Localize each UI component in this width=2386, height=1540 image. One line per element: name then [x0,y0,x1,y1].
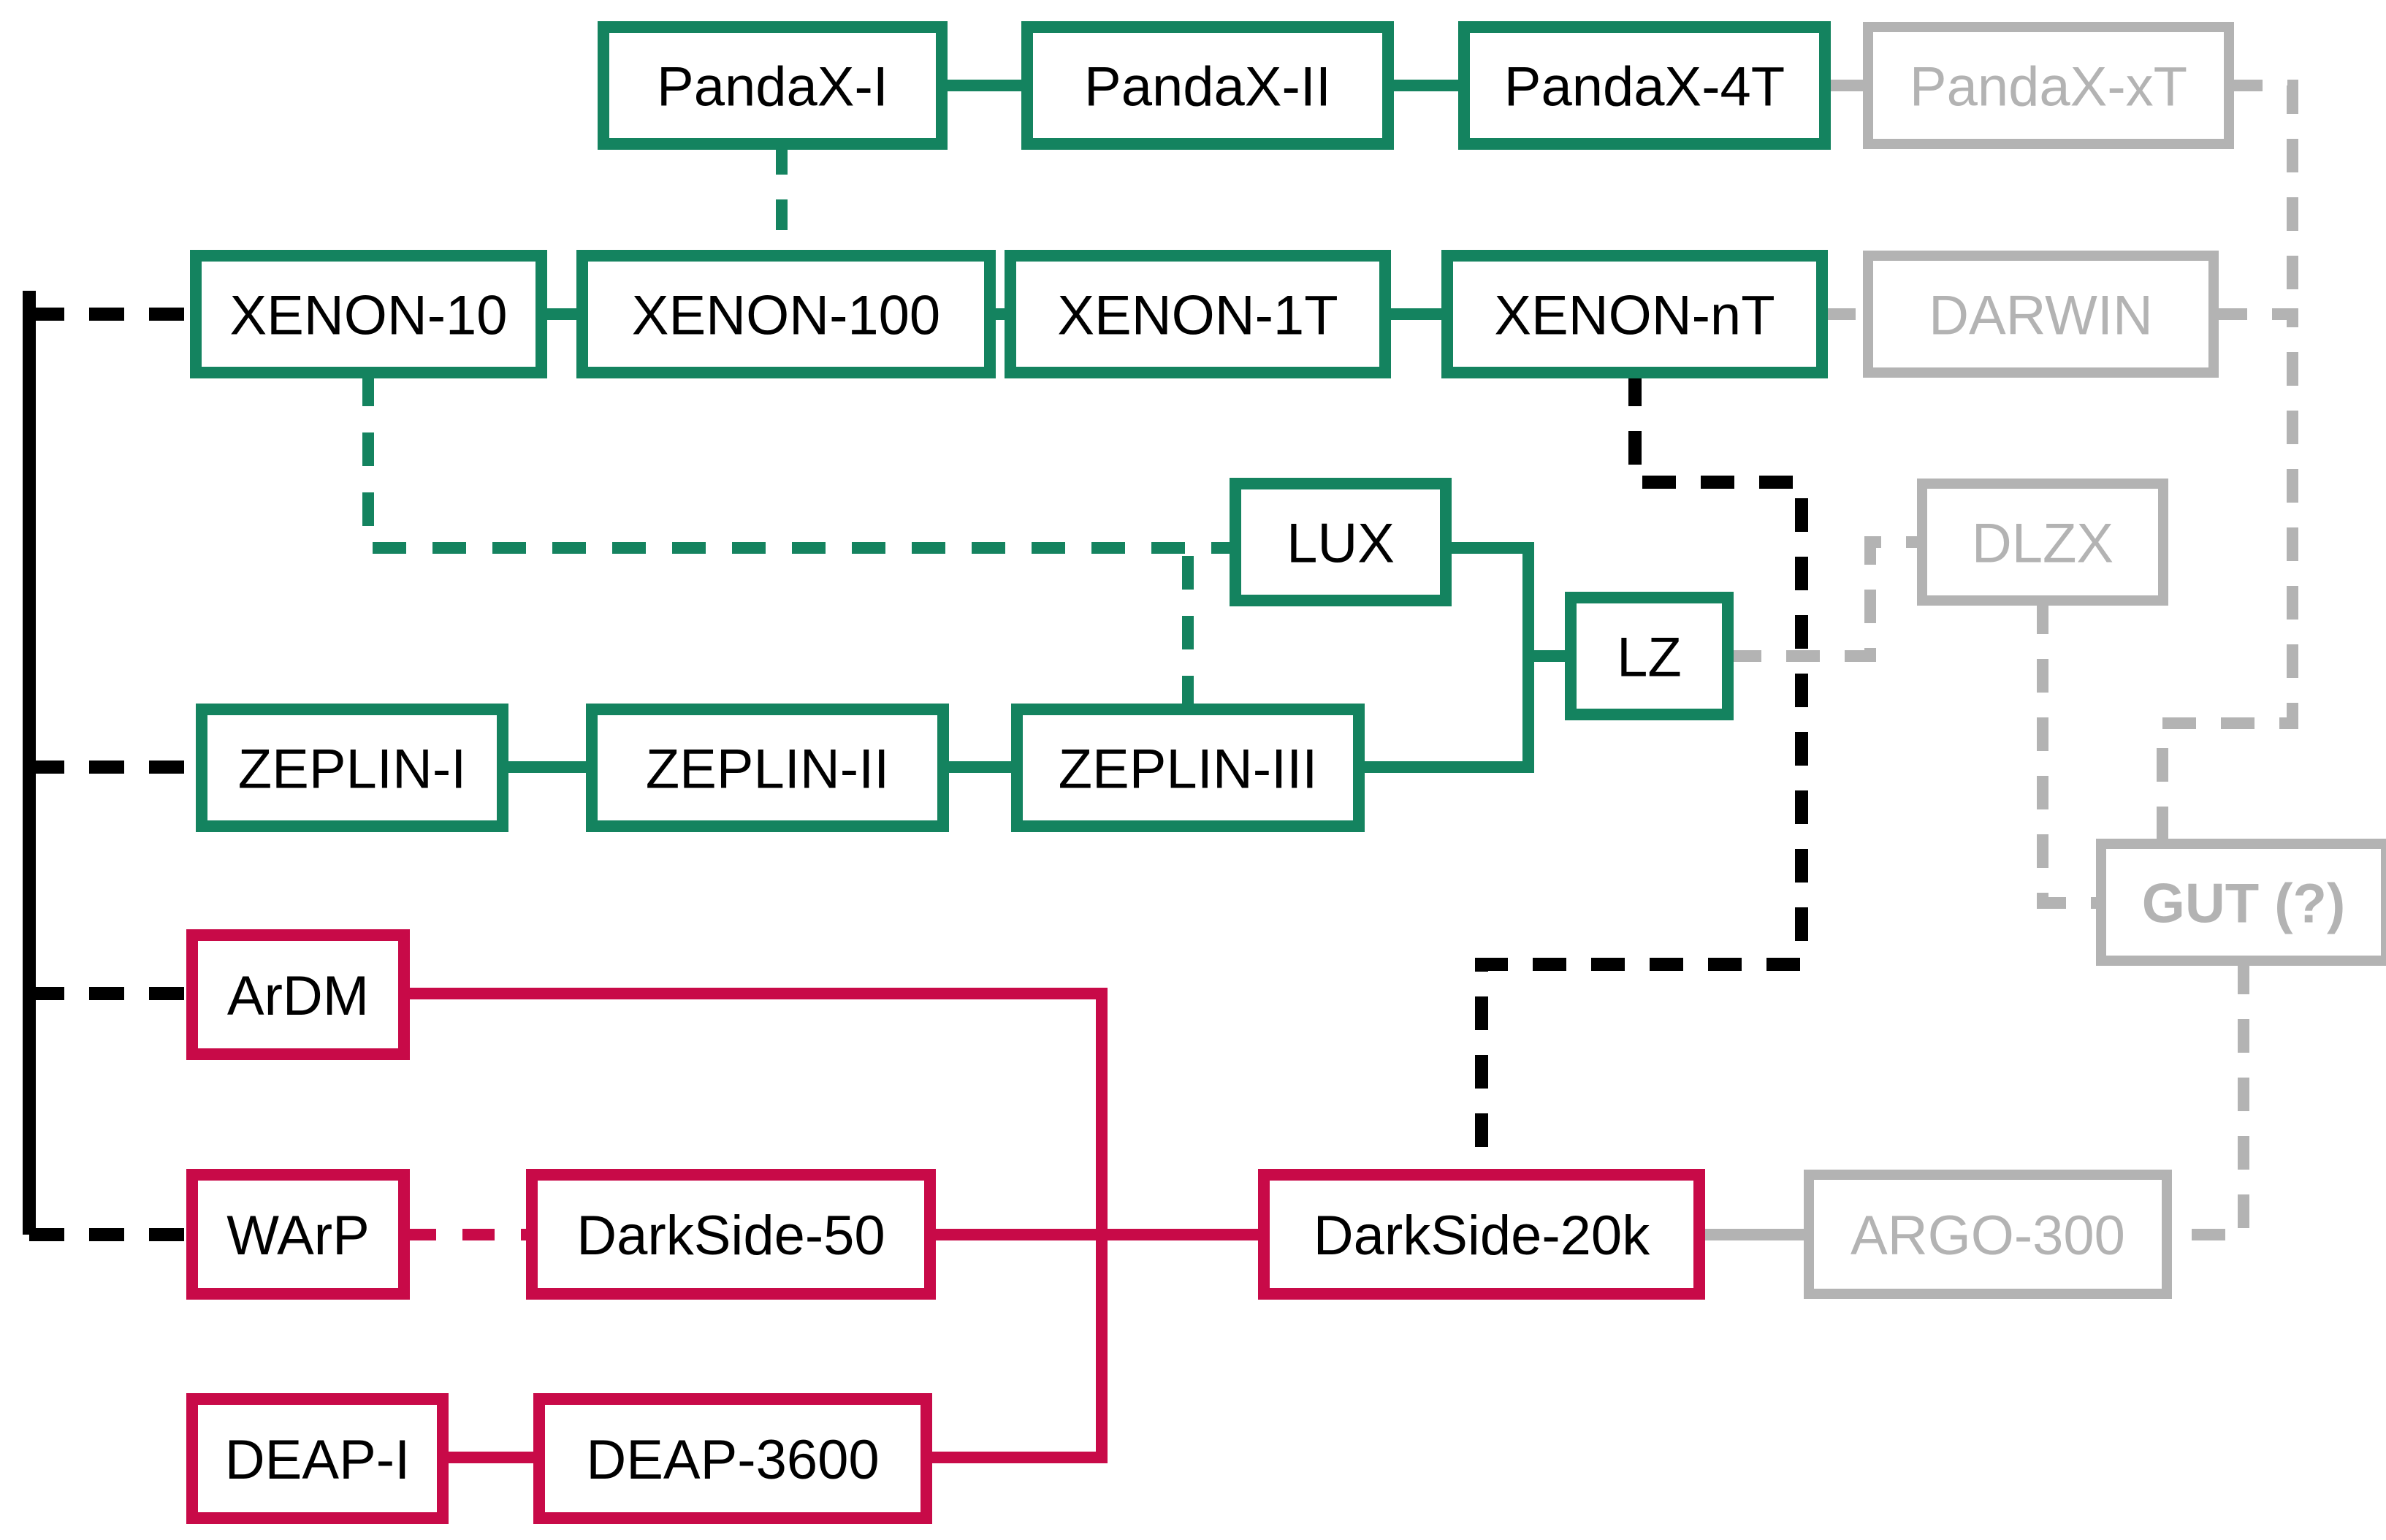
node-box-pandax1 [598,21,948,150]
node-box-lux [1230,478,1452,606]
node-darkside20k[interactable]: DarkSide-20k [1258,1169,1705,1300]
edge-lz-dlzx [1728,536,1922,662]
node-lux[interactable]: LUX [1230,478,1452,606]
edge-layer [23,80,2298,1463]
node-pandax2[interactable]: PandaX-II [1021,21,1394,150]
node-box-xenon1t [1005,250,1391,378]
node-label-deap3600: DEAP-3600 [586,1429,879,1491]
node-box-zeplin2 [586,704,949,832]
node-label-darkside20k: DarkSide-20k [1314,1205,1650,1267]
node-box-dlzx [1917,479,2168,606]
node-xenonnt[interactable]: XENON-nT [1441,250,1828,378]
node-box-darkside20k [1258,1169,1705,1300]
node-dlzx[interactable]: DLZX [1917,479,2168,606]
node-lz[interactable]: LZ [1565,592,1734,720]
node-label-pandax2: PandaX-II [1084,56,1331,118]
node-warp[interactable]: WArP [186,1169,410,1300]
node-label-gut: GUT (?) [2142,873,2346,935]
node-pandax4t[interactable]: PandaX-4T [1458,21,1831,150]
node-label-deap1: DEAP-I [225,1429,410,1491]
node-box-argo300 [1804,1170,2172,1299]
node-label-zeplin2: ZEPLIN-II [646,739,890,801]
node-box-lz [1565,592,1734,720]
node-label-zeplin1: ZEPLIN-I [238,739,467,801]
node-label-xenon1t: XENON-1T [1057,285,1338,347]
node-box-zeplin3 [1011,704,1365,832]
node-box-deap3600 [533,1393,932,1524]
node-label-ardm: ArDM [227,965,369,1027]
node-box-deap1 [186,1393,449,1524]
node-gut[interactable]: GUT (?) [2096,839,2386,966]
node-label-xenon10: XENON-10 [229,285,507,347]
node-label-xenon100: XENON-100 [632,285,940,347]
node-pandaxxt[interactable]: PandaX-xT [1863,22,2234,149]
node-pandax1[interactable]: PandaX-I [598,21,948,150]
node-label-darwin: DARWIN [1929,285,2153,347]
node-ardm[interactable]: ArDM [186,929,410,1060]
edge-ardm-deap-trunk [404,988,1108,1463]
node-xenon1t[interactable]: XENON-1T [1005,250,1391,378]
edge-darwin-gut [2157,308,2298,844]
node-label-pandaxxt: PandaX-xT [1910,56,2187,118]
node-label-warp: WArP [226,1205,370,1267]
node-box-xenonnt [1441,250,1828,378]
node-label-argo300: ARGO-300 [1851,1205,2125,1267]
node-label-lz: LZ [1617,627,1682,689]
node-zeplin2[interactable]: ZEPLIN-II [586,704,949,832]
node-deap3600[interactable]: DEAP-3600 [533,1393,932,1524]
node-zeplin3[interactable]: ZEPLIN-III [1011,704,1365,832]
node-box-ardm [186,929,410,1060]
node-label-pandax1: PandaX-I [657,56,888,118]
node-argo300[interactable]: ARGO-300 [1804,1170,2172,1299]
node-box-gut [2096,839,2386,966]
node-xenon10[interactable]: XENON-10 [190,250,547,378]
edge-gut-argo300 [2167,961,2249,1240]
node-box-pandaxxt [1863,22,2234,149]
edge-dlzx-gut [2037,601,2101,909]
node-box-darwin [1863,251,2219,378]
node-zeplin1[interactable]: ZEPLIN-I [196,704,508,832]
node-label-darkside50: DarkSide-50 [576,1205,885,1267]
node-label-dlzx: DLZX [1972,513,2114,575]
node-box-darkside50 [526,1169,936,1300]
node-label-zeplin3: ZEPLIN-III [1059,739,1318,801]
node-box-pandax2 [1021,21,1394,150]
edge-pandaxxt-gut [2229,80,2298,314]
node-xenon100[interactable]: XENON-100 [576,250,996,378]
node-layer: PandaX-I PandaX-II PandaX-4T PandaX-xT XENON… [186,21,2386,1524]
node-box-zeplin1 [196,704,508,832]
node-box-warp [186,1169,410,1300]
node-deap1[interactable]: DEAP-I [186,1393,449,1524]
node-box-xenon10 [190,250,547,378]
node-darwin[interactable]: DARWIN [1863,251,2219,378]
node-box-pandax4t [1458,21,1831,150]
node-box-xenon100 [576,250,996,378]
edge-xenonnt-darkside20k [1475,373,1808,1175]
node-label-lux: LUX [1287,513,1395,575]
node-darkside50[interactable]: DarkSide-50 [526,1169,936,1300]
node-label-xenonnt: XENON-nT [1494,285,1775,347]
node-label-pandax4t: PandaX-4T [1504,56,1785,118]
